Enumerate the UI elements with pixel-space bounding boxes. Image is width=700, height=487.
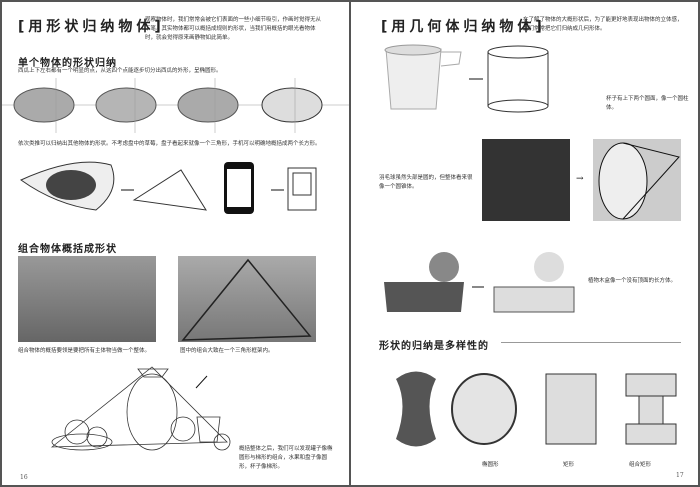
heading-rule xyxy=(501,342,681,343)
shuttlecock-photo xyxy=(482,139,570,221)
left-page-title: [用形状归纳物体] xyxy=(18,19,165,35)
page-number-right: 17 xyxy=(676,472,684,479)
section-heading-combination: 组合物体概括成形状 xyxy=(18,244,117,255)
photo-caption-2: 图中的组合大致在一个三角形框架内。 xyxy=(180,348,274,354)
plate-phone-caption: 依次类推可以归纳出其他物体的形状。不考虑盘中的草莓，盘子看起来就像一个三角形，手… xyxy=(18,141,321,147)
arrow-icon xyxy=(195,375,208,389)
watermelon-sequence xyxy=(2,78,349,133)
plate-phone-sequence xyxy=(20,161,317,214)
left-intro: 观察物体时，我们常常会被它们表面的一些小细节吸引，作画时觉得无从下笔。其实物体都… xyxy=(145,17,322,41)
right-intro: 在了解了物体的大概形状后，为了能更好地表现出物体的立体感，我们常常把它们归纳成几… xyxy=(523,17,683,32)
apple-label-combined: 组合矩形 xyxy=(629,462,652,468)
photo-caption-1: 组合物体的概括要领是要把所有主体物当做一个整体。 xyxy=(18,348,151,354)
still-life-sketch xyxy=(50,366,231,451)
apple-label-rectangle: 矩形 xyxy=(563,462,575,468)
left-page: [用形状归纳物体] 观察物体时，我们常常会被它们表面的一些小细节吸引，作画时觉得… xyxy=(2,2,349,485)
sketch-caption: 概括整体之后，我们可以发现罐子像椭圆形与梯形的组合，水果和盘子像圆形，杯子像梯形… xyxy=(239,446,333,470)
right-page: [用几何体归纳物体] 在了解了物体的大概形状后，为了能更好地表现出物体的立体感，… xyxy=(351,2,698,485)
planter-sequence xyxy=(384,252,575,313)
section-heading-diversity: 形状的归纳是多样性的 xyxy=(379,341,489,352)
shuttlecock-caption: 羽毛球虽然头部是圆的，但整体看来很像一个圆锥体。 xyxy=(379,175,473,190)
shuttlecock-cone xyxy=(593,139,681,221)
right-page-title: [用几何体归纳物体] xyxy=(381,19,546,35)
cup-caption: 杯子有上下两个圆面，像一个圆柱体。 xyxy=(606,96,689,111)
planter-caption: 植物木盒像一个没有顶面的长方体。 xyxy=(588,278,677,284)
arrow-icon: → xyxy=(576,174,584,184)
section-heading-single: 单个物体的形状归纳 xyxy=(18,58,117,69)
page-number-left: 16 xyxy=(20,474,28,481)
still-life-triangle-photo xyxy=(178,256,316,342)
apple-label-ellipse: 椭圆形 xyxy=(482,462,499,468)
watermelon-caption: 西瓜上下左右都有一个明显的点，从这四个点能逐步切分出西瓜的外形，呈椭圆形。 xyxy=(18,68,222,74)
still-life-photo xyxy=(18,256,156,342)
apple-core-sequence xyxy=(396,371,677,447)
cup-sequence xyxy=(384,44,549,113)
